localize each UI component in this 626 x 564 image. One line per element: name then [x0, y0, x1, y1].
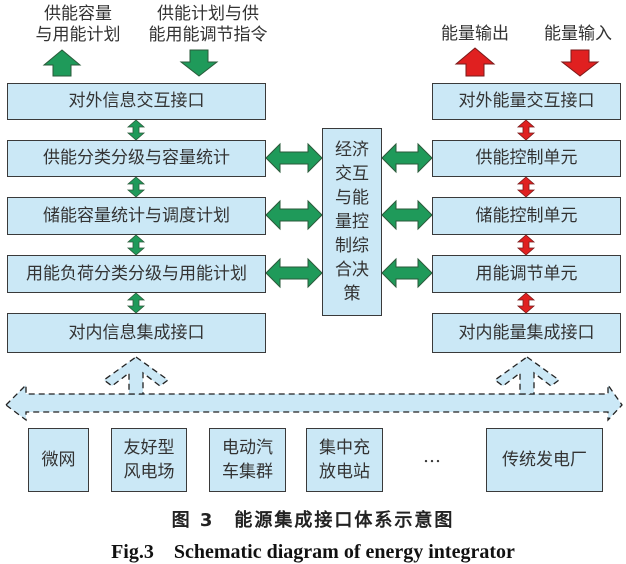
energy-vertical-double-arrow — [516, 292, 536, 314]
energy-vertical-double-arrow — [516, 119, 536, 141]
supply-control-unit-box: 供能控制单元 — [432, 140, 621, 177]
ev-cluster-box: 电动汽 车集群 — [209, 428, 286, 492]
energy-output-up-arrow — [454, 47, 496, 77]
integration-bus-double-arrow — [5, 382, 623, 422]
friendly-wind-farm-box: 友好型 风电场 — [111, 428, 187, 492]
internal-info-integration-box: 对内信息集成接口 — [7, 313, 266, 353]
label-energy-input: 能量输入 — [544, 24, 612, 44]
center-to-right-double-arrow — [381, 142, 433, 174]
center-to-right-double-arrow — [381, 199, 433, 231]
external-info-interface-box: 对外信息交互接口 — [7, 83, 266, 120]
left-to-center-double-arrow — [265, 142, 323, 174]
more-sources-ellipsis: … — [423, 446, 441, 467]
bus-to-info-up-arrow — [102, 356, 170, 395]
label-capacity-and-plan-output: 供能容量 与用能计划 — [35, 4, 121, 45]
external-energy-interface-box: 对外能量交互接口 — [432, 83, 621, 120]
info-input-down-arrow — [179, 49, 219, 77]
info-output-up-arrow — [42, 49, 82, 77]
energy-input-down-arrow — [560, 49, 600, 77]
internal-energy-integration-box: 对内能量集成接口 — [432, 313, 621, 353]
left-to-center-double-arrow — [265, 257, 323, 289]
microgrid-box: 微网 — [28, 428, 89, 492]
supply-classification-box: 供能分类分级与容量统计 — [7, 140, 266, 177]
info-vertical-double-arrow — [126, 292, 146, 314]
charge-discharge-station-box: 集中充 放电站 — [306, 428, 383, 492]
storage-control-unit-box: 储能控制单元 — [432, 197, 621, 235]
storage-capacity-plan-box: 储能容量统计与调度计划 — [7, 197, 266, 235]
info-vertical-double-arrow — [126, 234, 146, 256]
figure-caption-chinese: 图 3 能源集成接口体系示意图 — [171, 510, 455, 531]
label-plan-and-dispatch-command-input: 供能计划与供 能用能调节指令 — [148, 4, 268, 45]
label-energy-output: 能量输出 — [441, 24, 509, 44]
info-vertical-double-arrow — [126, 176, 146, 198]
energy-vertical-double-arrow — [516, 176, 536, 198]
info-vertical-double-arrow — [126, 119, 146, 141]
energy-vertical-double-arrow — [516, 234, 536, 256]
bus-to-energy-up-arrow — [493, 356, 561, 395]
traditional-power-plant-box: 传统发电厂 — [486, 428, 603, 492]
figure-caption-english: Fig.3 Schematic diagram of energy integr… — [111, 541, 515, 563]
economic-energy-control-decision-box: 经济 交互 与能 量控 制综 合决 策 — [322, 128, 382, 316]
center-to-right-double-arrow — [381, 257, 433, 289]
load-regulation-unit-box: 用能调节单元 — [432, 255, 621, 293]
load-classification-plan-box: 用能负荷分类分级与用能计划 — [7, 255, 266, 293]
left-to-center-double-arrow — [265, 199, 323, 231]
